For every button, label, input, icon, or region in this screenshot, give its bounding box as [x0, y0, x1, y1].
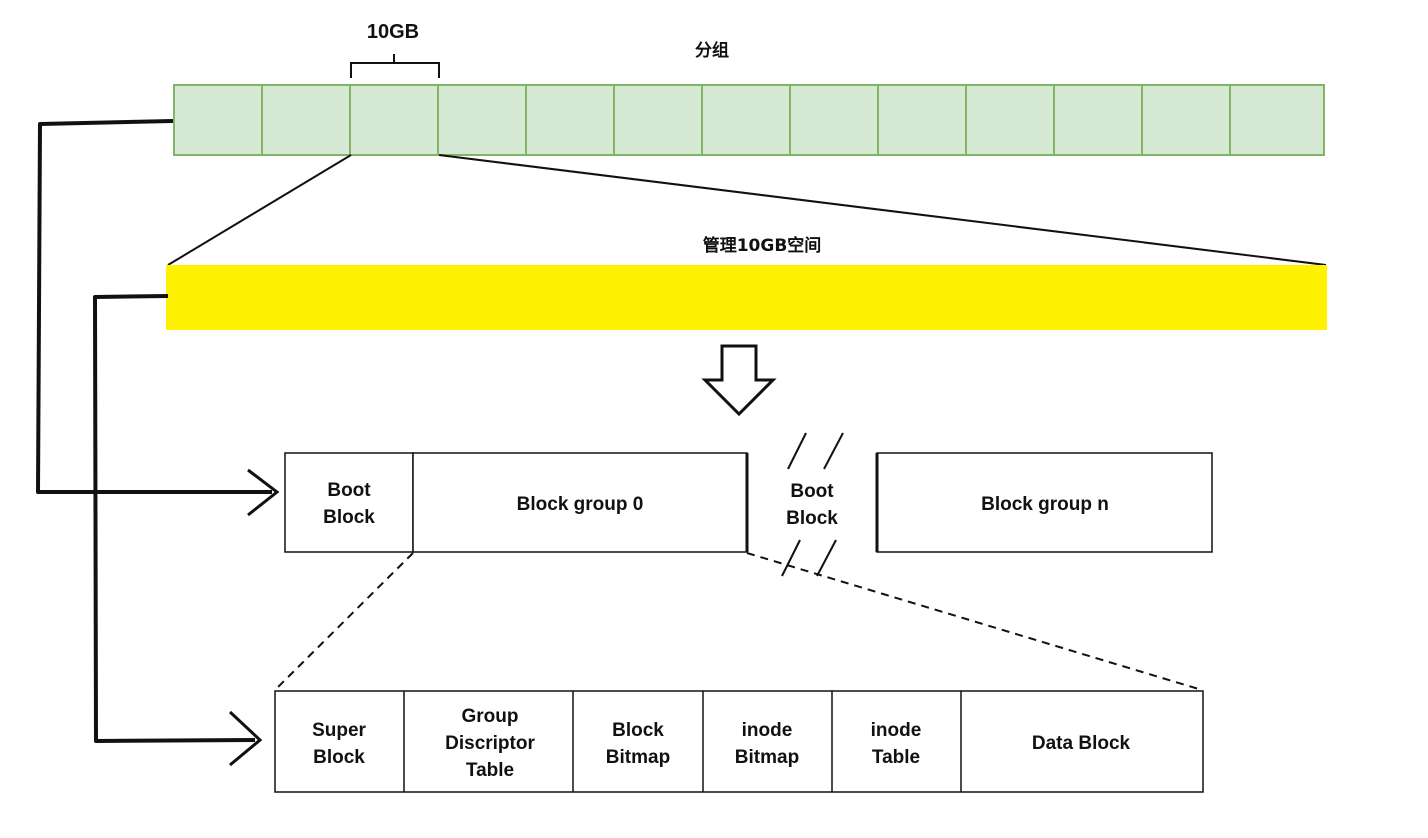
partition-cell-selected — [349, 84, 439, 156]
detail-zoom-line-right — [746, 552, 1203, 691]
size-label: 10GB — [367, 21, 419, 43]
break-mark — [781, 539, 801, 577]
zoom-line-left — [167, 154, 352, 266]
boot-block-label: Boot — [790, 481, 834, 502]
partition-cell — [877, 84, 967, 156]
group-descriptor-table-label: Table — [466, 760, 514, 781]
block-group-n-cell — [876, 452, 1213, 553]
detail-zoom-line-left — [274, 552, 414, 691]
partition-cell — [261, 84, 351, 156]
boot-block-label: Boot — [327, 480, 371, 501]
partition-cell — [613, 84, 703, 156]
inode-bitmap-label: Bitmap — [735, 747, 799, 768]
block-group-0-label: Block group 0 — [517, 494, 644, 515]
size-brace — [350, 54, 440, 78]
boot-block-label: Block — [323, 507, 375, 528]
arrowhead-icon — [247, 468, 280, 517]
disk-layout-row: Boot Block Block group 0 Boot Block Bloc… — [284, 432, 1213, 577]
zoom-line-right — [438, 154, 1327, 266]
inode-table-label: Table — [872, 747, 920, 768]
partition-cell — [701, 84, 791, 156]
partition-cell — [437, 84, 527, 156]
break-mark — [823, 432, 844, 470]
inode-table-label: inode — [871, 720, 922, 741]
break-mark — [787, 432, 807, 470]
arrowhead-icon — [228, 710, 263, 767]
block-bitmap-label: Bitmap — [606, 747, 670, 768]
partition-cell — [1229, 84, 1325, 156]
partition-to-boot-connector — [36, 119, 272, 494]
managed-space-title: 管理10GB空间 — [703, 235, 822, 256]
group-detail-frame — [274, 690, 1204, 793]
managed-space-band — [166, 265, 1327, 330]
partition-strip — [173, 84, 1325, 156]
partition-cell — [525, 84, 615, 156]
boot-block-cell — [284, 452, 414, 553]
block-group-detail: Super Block Group Discriptor Table Block… — [274, 690, 1204, 793]
partition-cell — [789, 84, 879, 156]
partition-cell — [1141, 84, 1231, 156]
super-block-label: Block — [313, 747, 365, 768]
group-descriptor-table-label: Discriptor — [445, 733, 535, 754]
group-descriptor-table-label: Group — [462, 706, 519, 727]
break-mark — [816, 539, 837, 577]
data-block-label: Data Block — [1032, 733, 1131, 754]
partition-title: 分组 — [695, 40, 729, 61]
partition-cell — [965, 84, 1055, 156]
partition-cell — [1053, 84, 1143, 156]
boot-block-label: Block — [786, 508, 838, 529]
partition-cell — [173, 84, 263, 156]
super-block-label: Super — [312, 720, 366, 741]
band-to-detail-connector — [93, 294, 256, 743]
block-group-n-label: Block group n — [981, 494, 1109, 515]
block-group-0-cell — [412, 452, 748, 553]
inode-bitmap-label: inode — [742, 720, 793, 741]
block-bitmap-label: Block — [612, 720, 664, 741]
down-arrow-icon — [701, 344, 777, 417]
